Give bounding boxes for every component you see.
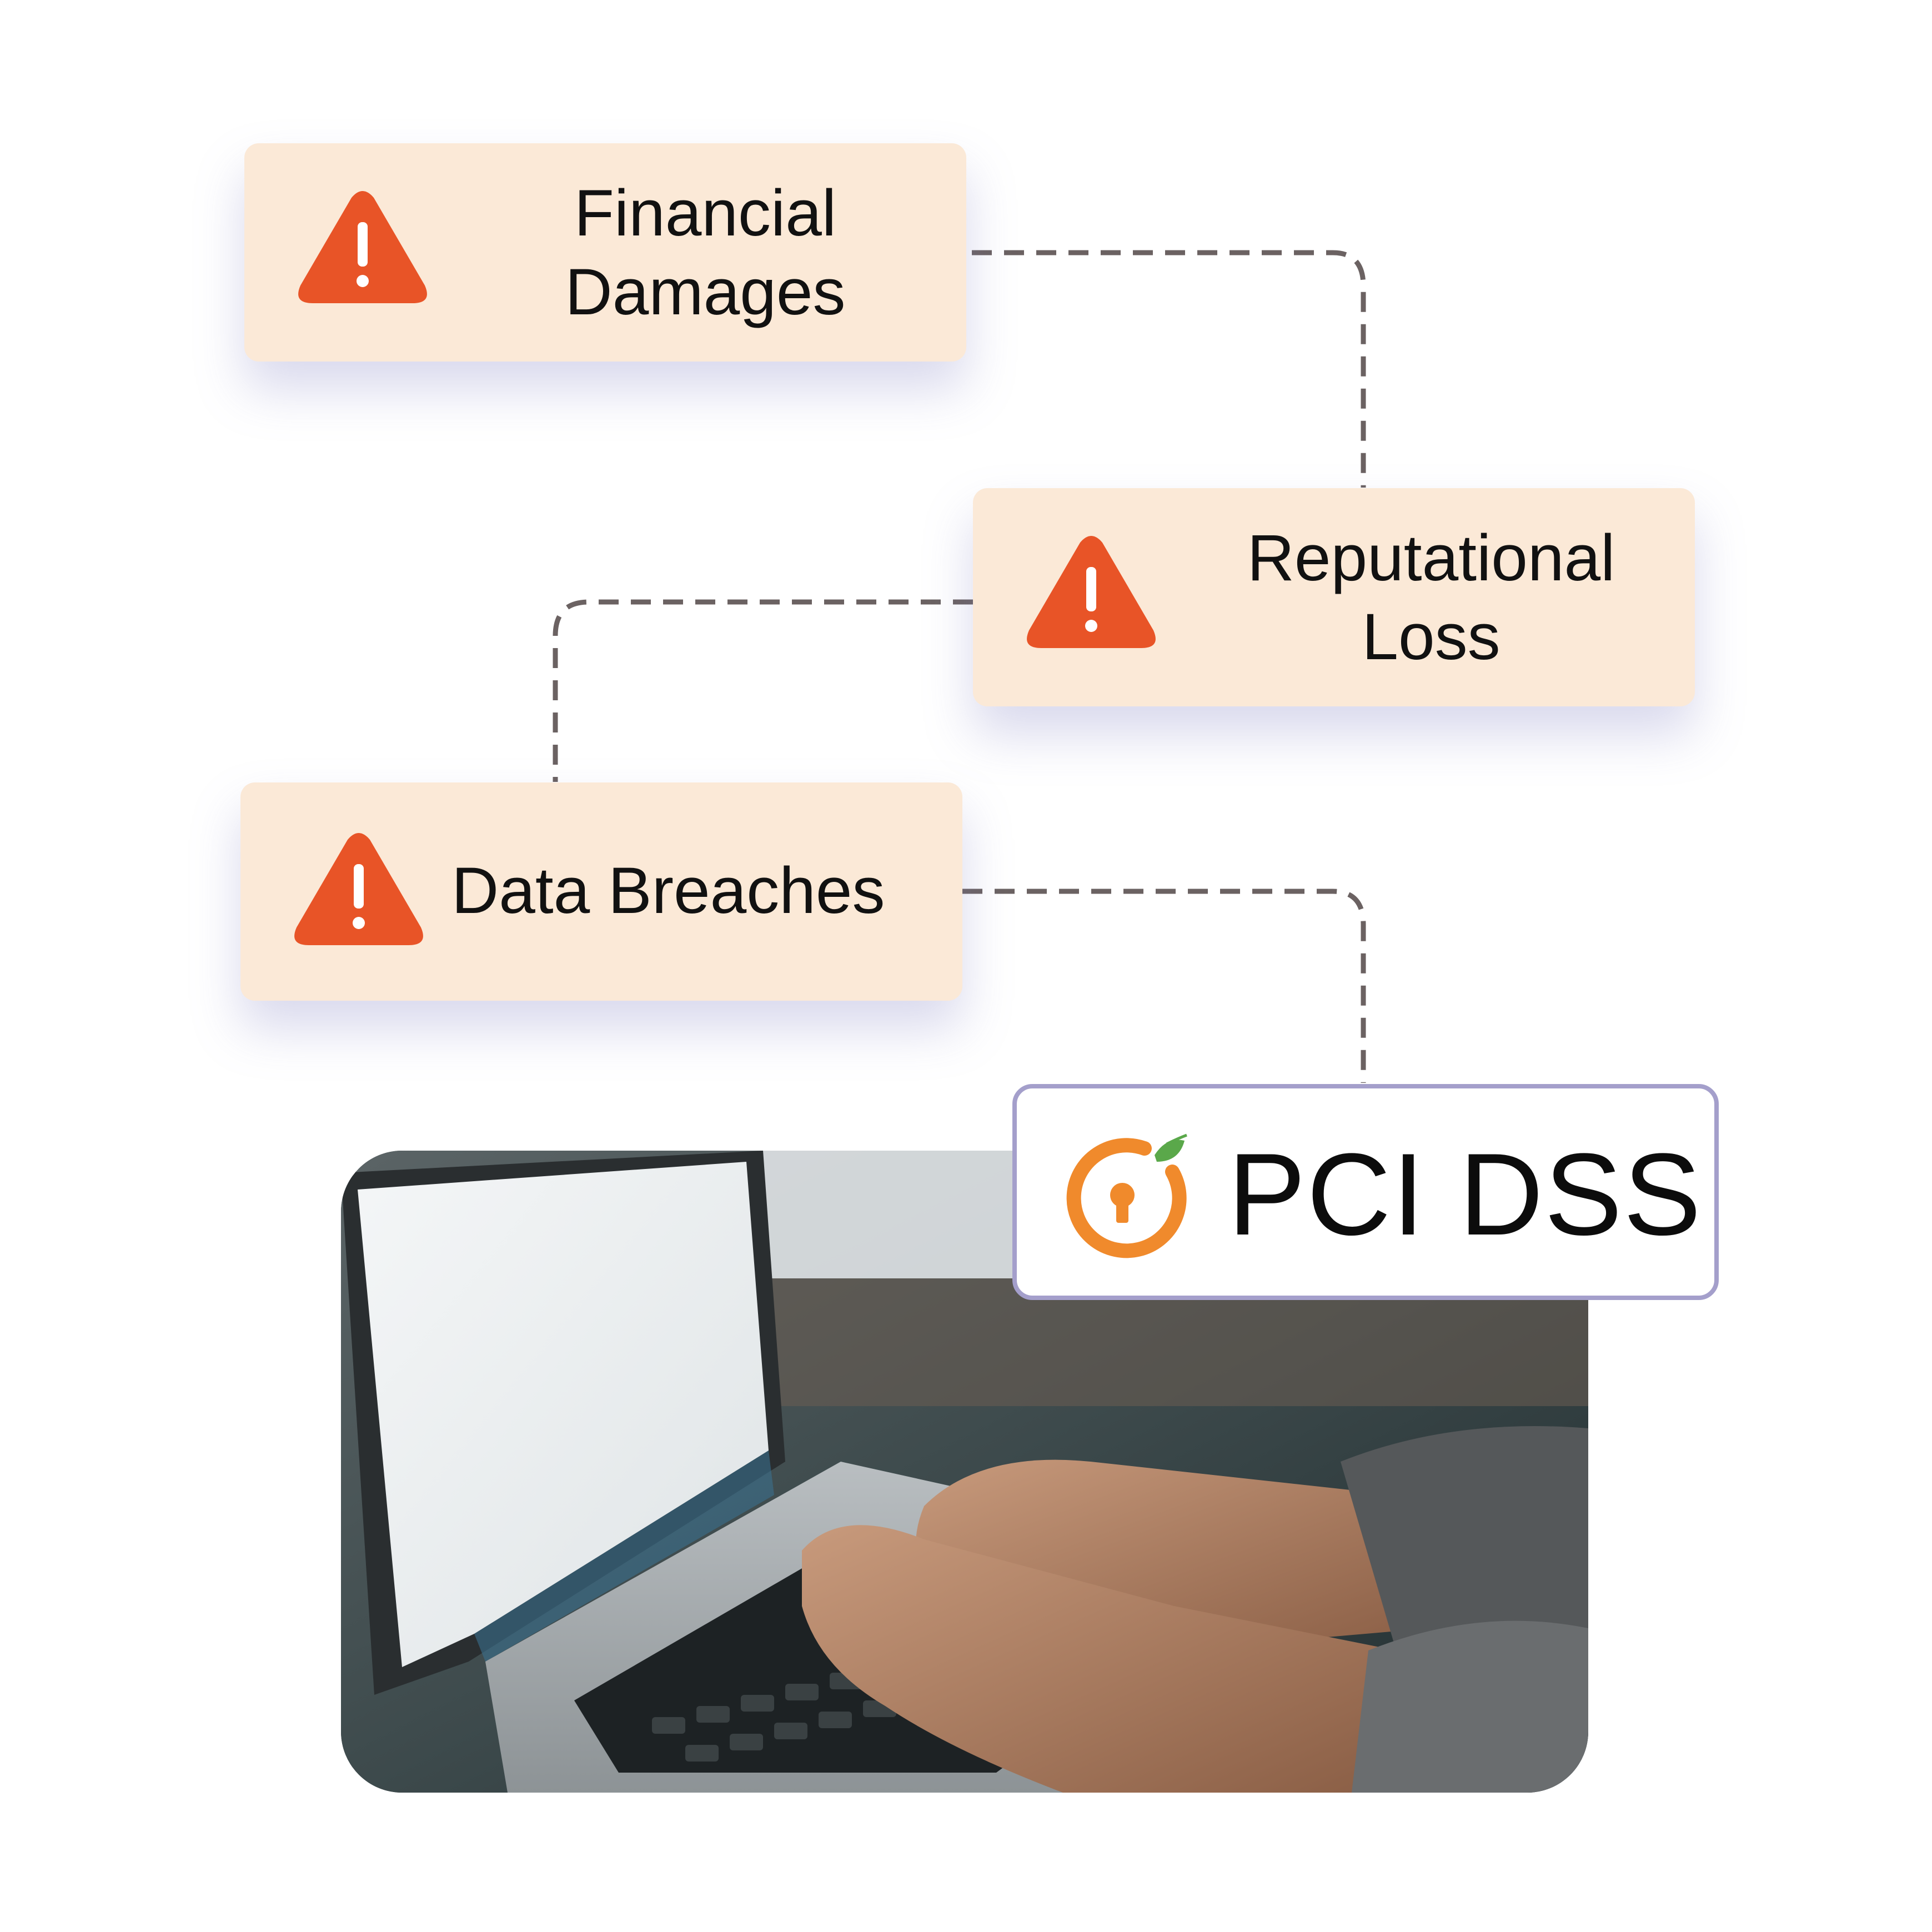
risk-label: Financial Damages [565,177,846,329]
risk-label: Data Breaches [451,854,885,927]
risk-label: Reputational Loss [1247,521,1615,674]
risk-card-reputational-loss: Reputational Loss [973,488,1695,706]
connector-financial-to-reputation [972,250,1366,488]
pci-dss-badge: PCI DSS [1012,1084,1719,1300]
connector-data-to-pci [962,889,1366,1083]
badge-label: PCI DSS [1228,1129,1703,1259]
warning-icon [1027,536,1156,648]
risk-card-financial-damages: Financial Damages [244,143,966,362]
warning-icon [294,833,423,945]
keyhole-lock-icon [1066,1133,1187,1258]
warning-icon [298,191,427,303]
laptop-typing-photo [341,1151,1588,1793]
risk-card-data-breaches: Data Breaches [240,782,962,1001]
connector-reputation-to-data [553,599,973,782]
